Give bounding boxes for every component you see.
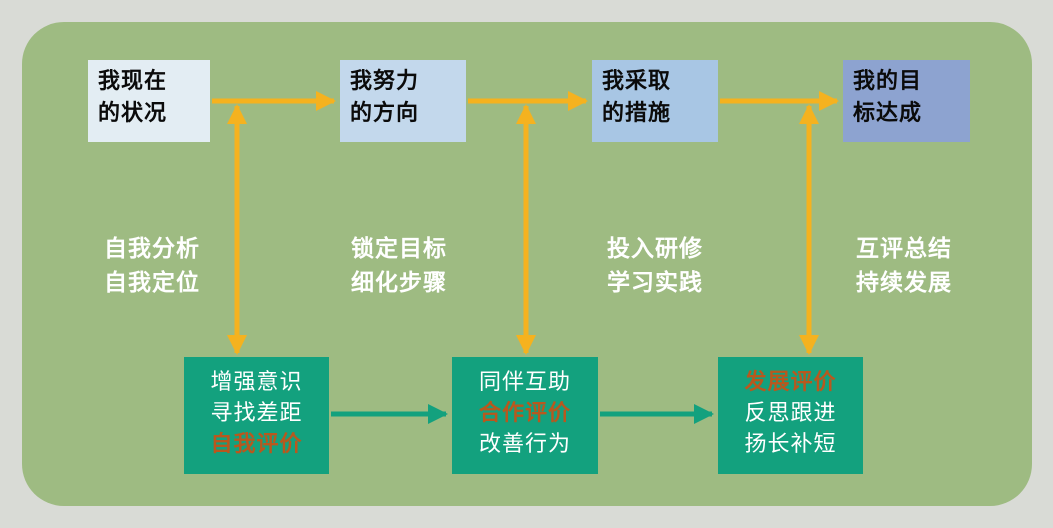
transition-label: 自我分析 [104,236,200,262]
evaluation-box-development: 发展评价 反思跟进 扬长补短 [718,357,863,474]
evaluation-box-self: 增强意识 寻找差距 自我评价 [184,357,329,474]
evaluation-highlight: 自我评价 [210,432,303,457]
transition-text-practice: 投入研修 学习实践 [607,232,703,300]
evaluation-label: 反思跟进 [744,401,837,426]
transition-text-goal: 锁定目标 细化步骤 [351,232,447,300]
transition-label: 学习实践 [607,270,703,296]
stage-box-measures: 我采取 的措施 [592,60,718,142]
transition-label: 自我定位 [104,270,200,296]
transition-label: 互评总结 [856,236,952,262]
stage-label: 标达成 [853,101,923,126]
stage-label: 我现在 [98,69,168,94]
stage-label: 的状况 [98,101,168,126]
transition-label: 投入研修 [607,236,703,262]
evaluation-label: 同伴互助 [478,370,571,395]
transition-label: 细化步骤 [351,270,447,296]
stage-box-direction: 我努力 的方向 [340,60,466,142]
stage-box-goal-achieved: 我的目 标达成 [843,60,970,142]
transition-label: 锁定目标 [351,236,447,262]
evaluation-highlight: 发展评价 [744,370,837,395]
transition-text-analysis: 自我分析 自我定位 [104,232,200,300]
transition-text-summary: 互评总结 持续发展 [856,232,952,300]
stage-label: 的方向 [350,101,420,126]
evaluation-highlight: 合作评价 [478,401,571,426]
stage-label: 我的目 [853,69,923,94]
stage-label: 我采取 [602,69,672,94]
stage-label: 的措施 [602,101,672,126]
stage-label: 我努力 [350,69,420,94]
evaluation-label: 增强意识 [210,370,303,395]
evaluation-label: 扬长补短 [744,432,837,457]
evaluation-label: 改善行为 [478,432,571,457]
evaluation-box-peer: 同伴互助 合作评价 改善行为 [452,357,598,474]
transition-label: 持续发展 [856,270,952,296]
evaluation-label: 寻找差距 [210,401,303,426]
stage-box-current-situation: 我现在 的状况 [88,60,210,142]
